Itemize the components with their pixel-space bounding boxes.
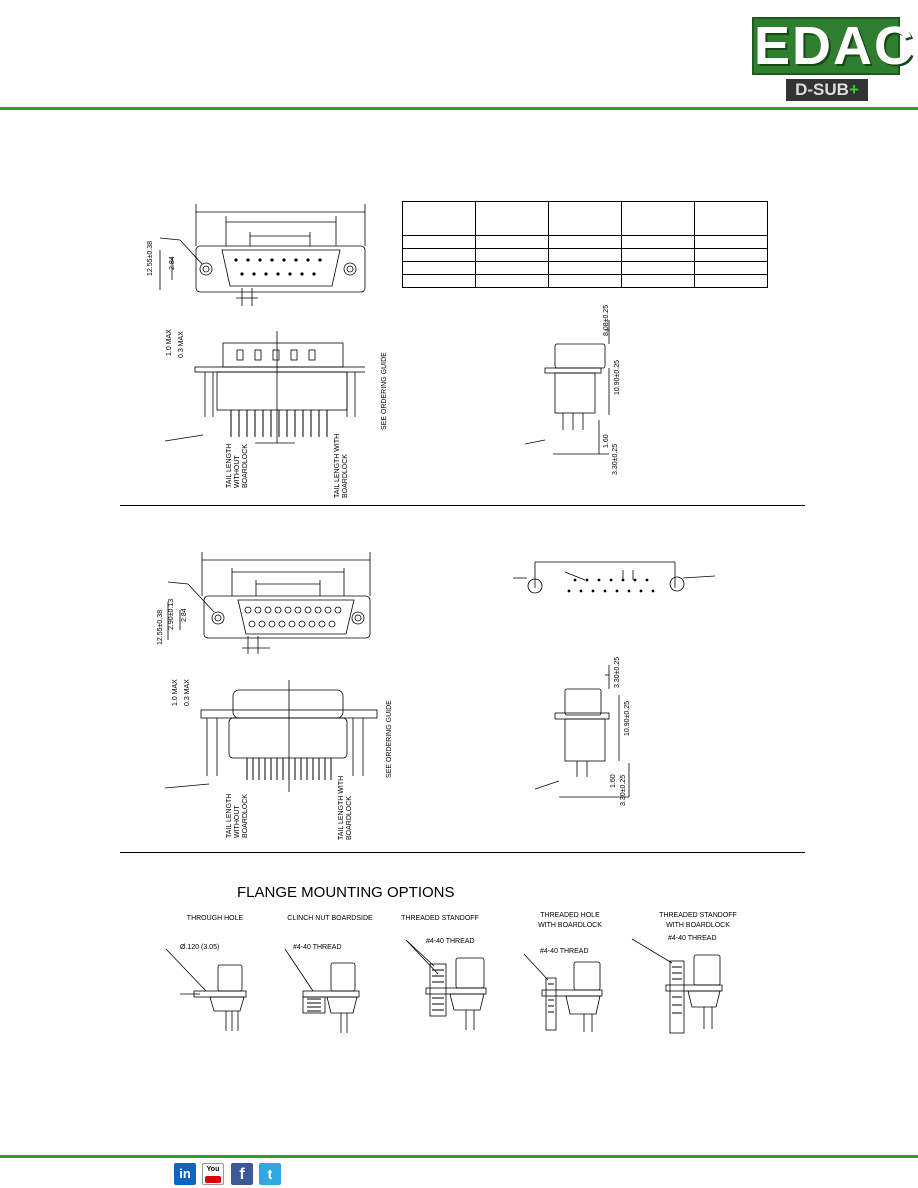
option-callout: #4-40 THREAD bbox=[293, 944, 342, 951]
flange-options-title: FLANGE MOUNTING OPTIONS bbox=[237, 884, 455, 901]
see-ordering-guide-label: SEE ORDERING GUIDE bbox=[386, 700, 393, 778]
side-view-drawing-2 bbox=[165, 680, 378, 792]
youtube-red-block bbox=[205, 1176, 221, 1183]
tail-length-without-label: TAIL LENGTH WITHOUT BOARDLOCK bbox=[226, 443, 249, 488]
dim-label: 12.55±0.38 bbox=[147, 241, 154, 276]
edac-logo: EDAC D-SUB+ bbox=[752, 16, 916, 109]
tail-length-without-label: TAIL LENGTH WITHOUT BOARDLOCK bbox=[226, 793, 249, 838]
linkedin-icon-label: in bbox=[179, 1166, 191, 1181]
dim-label: 1.0 MAX bbox=[172, 679, 179, 706]
option-callout: #4-40 THREAD bbox=[540, 948, 589, 955]
dsub-plus-badge: D-SUB+ bbox=[786, 79, 868, 101]
plus-sign: + bbox=[848, 80, 859, 99]
youtube-icon[interactable]: You bbox=[202, 1163, 224, 1185]
dimension-table bbox=[402, 201, 768, 288]
profile-view-drawing-1 bbox=[525, 320, 610, 455]
dim-label: 12.55±0.38 bbox=[157, 610, 164, 645]
option-label-line: WITH BOARDLOCK bbox=[538, 922, 602, 929]
linkedin-icon[interactable]: in bbox=[174, 1163, 196, 1185]
dim-label: 10.90±0.25 bbox=[614, 360, 621, 395]
facebook-icon[interactable]: f bbox=[231, 1163, 253, 1185]
through-hole-drawing bbox=[165, 948, 247, 1031]
dim-label: 0.3 MAX bbox=[178, 331, 185, 358]
dim-label: 1.0 MAX bbox=[166, 329, 173, 356]
option-label: THROUGH HOLE bbox=[175, 914, 255, 924]
option-label-line: THREADED HOLE bbox=[540, 912, 600, 919]
pcb-footprint-drawing bbox=[513, 561, 716, 594]
option-label-line: THREADED STANDOFF bbox=[401, 915, 479, 922]
threaded-hole-boardlock-drawing bbox=[523, 953, 603, 1032]
option-callout: #4-40 THREAD bbox=[668, 935, 717, 942]
dsub-text: D-SUB bbox=[795, 80, 849, 99]
dim-label: 1.60 bbox=[603, 434, 610, 448]
see-ordering-guide-label: SEE ORDERING GUIDE bbox=[381, 352, 388, 430]
youtube-icon-label: You bbox=[206, 1166, 220, 1173]
footer-rule bbox=[0, 1155, 918, 1158]
dim-label: 3.30±0.25 bbox=[614, 656, 621, 688]
tail-length-with-label: TAIL LENGTH WITH BOARDLOCK bbox=[334, 433, 349, 498]
section-divider bbox=[120, 505, 805, 506]
dim-label: 0.3 MAX bbox=[184, 679, 191, 706]
dim-label: 10.90±0.25 bbox=[624, 701, 631, 736]
option-label: THREADED STANDOFF bbox=[395, 914, 485, 924]
dim-label: 2.84 bbox=[169, 256, 176, 270]
option-label-line: WITH BOARDLOCK bbox=[666, 922, 730, 929]
dim-label: 2.84 bbox=[181, 608, 188, 622]
clinch-nut-drawing bbox=[284, 948, 360, 1033]
section-divider bbox=[120, 852, 805, 853]
option-label: THREADED STANDOFF WITH BOARDLOCK bbox=[648, 911, 748, 931]
threaded-standoff-boardlock-drawing bbox=[631, 938, 723, 1034]
option-label: CLINCH NUT BOARDSIDE bbox=[280, 914, 380, 924]
side-view-drawing-1 bbox=[165, 331, 365, 444]
dim-label: 3.30±0.25 bbox=[612, 443, 619, 475]
option-label: THREADED HOLE WITH BOARDLOCK bbox=[525, 911, 615, 931]
option-label-line: THROUGH HOLE bbox=[186, 915, 244, 922]
option-callout: #4-40 THREAD bbox=[426, 938, 475, 945]
header-rule bbox=[0, 107, 918, 110]
option-label-line: CLINCH NUT BOARDSIDE bbox=[287, 915, 373, 922]
tail-length-with-label: TAIL LENGTH WITH BOARDLOCK bbox=[338, 775, 353, 840]
option-label-line: THREADED STANDOFF bbox=[659, 912, 737, 919]
threaded-standoff-drawing bbox=[405, 939, 487, 1030]
profile-view-drawing-2 bbox=[535, 665, 630, 798]
twitter-icon[interactable]: t bbox=[259, 1163, 281, 1185]
logo-wordmark: EDAC bbox=[752, 16, 916, 76]
dim-label: 2.90±0.13 bbox=[168, 598, 175, 630]
dim-label: 3.30±0.25 bbox=[620, 774, 627, 806]
front-view-drawing-2 bbox=[167, 552, 371, 654]
option-callout: Ø.120 (3.05) bbox=[180, 944, 220, 951]
twitter-icon-label: t bbox=[267, 1166, 273, 1182]
dim-label: 8.08±0.25 bbox=[603, 304, 610, 336]
facebook-icon-label: f bbox=[239, 1166, 245, 1183]
front-view-drawing-1 bbox=[159, 204, 366, 306]
dim-label: 1.60 bbox=[610, 774, 617, 788]
